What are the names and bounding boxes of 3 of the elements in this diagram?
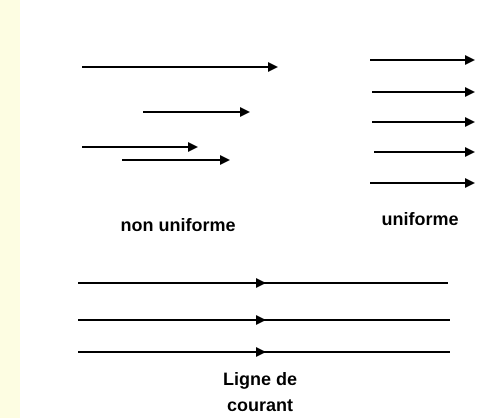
caption-text: Ligne de courant bbox=[222, 368, 298, 417]
caption-text: uniforme bbox=[380, 208, 460, 231]
caption-text: non uniforme bbox=[120, 214, 236, 237]
